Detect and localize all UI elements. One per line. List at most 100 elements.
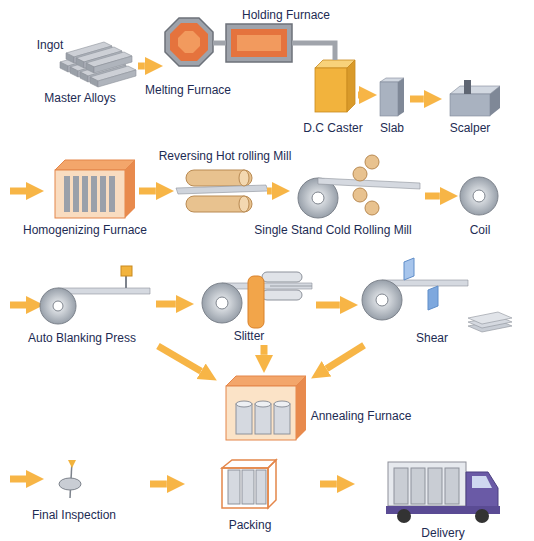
coil-cylinder (394, 468, 408, 504)
step-label: Auto Blanking Press (28, 331, 136, 345)
truck-cargo (388, 462, 466, 506)
hot-strip (176, 185, 268, 194)
box-side (268, 460, 276, 508)
furnace-side (296, 376, 306, 440)
slab-plate (91, 176, 97, 212)
coil-cylinder (236, 404, 252, 434)
step-label: Single Stand Cold Rolling Mill (254, 223, 411, 237)
furnace-melt (170, 23, 208, 61)
coil-top (255, 401, 271, 407)
step-label: Delivery (421, 526, 464, 540)
coil-cylinder (256, 470, 266, 504)
process-step: Slab (380, 78, 404, 116)
shear-blade (428, 286, 438, 310)
truck-wheel (475, 509, 489, 523)
step-label: Slitter (234, 329, 265, 343)
furnace-front (226, 386, 296, 440)
press-head (121, 266, 132, 276)
caster-side (347, 60, 355, 112)
process-step: Auto Blanking Press (22, 268, 150, 340)
slab-front (380, 82, 398, 116)
process-step: D.C Caster (315, 60, 355, 112)
coil-cylinder (428, 468, 442, 504)
sheet-stack (468, 312, 512, 324)
step-label: Annealing Furnace (311, 409, 412, 423)
probe-tip (68, 460, 76, 468)
step-label: Coil (470, 223, 491, 237)
mill-roll (353, 188, 367, 202)
coil-top (236, 401, 252, 407)
scalper (450, 80, 500, 116)
process-step: Annealing Furnace (222, 376, 306, 440)
flow-arrow (139, 188, 156, 195)
step-label: Packing (229, 518, 272, 532)
step-label: Scalper (450, 121, 491, 135)
process-step: Final Inspection (20, 458, 138, 524)
hot-rolling-mill (176, 170, 268, 212)
coil-cylinder (274, 404, 290, 434)
homogenizing-furnace (55, 160, 135, 218)
coil-body (460, 177, 498, 215)
roll-end (239, 196, 249, 212)
slab-side (398, 78, 404, 116)
flow-arrow (261, 345, 268, 355)
cold-rolling-mill (298, 155, 420, 218)
coil-core (473, 190, 485, 202)
roll-end (239, 170, 249, 186)
inspection-disc (59, 478, 81, 490)
pipe-connector (213, 41, 226, 46)
process-step: Homogenizing Furnace (55, 160, 135, 218)
furnace-top (226, 376, 306, 386)
strip (58, 288, 150, 294)
slab (380, 78, 404, 116)
step-label: Melting Furnace (145, 83, 231, 97)
process-step: Scalper (448, 82, 500, 116)
furnace-melt (231, 29, 287, 57)
coil-core (376, 294, 388, 306)
furnace-shell (165, 18, 213, 66)
flow-arrow (10, 302, 26, 309)
slab-plate (82, 176, 88, 212)
step-label: Slab (380, 121, 404, 135)
step-label: Final Inspection (32, 508, 116, 522)
process-step: IngotMaster Alloys (30, 36, 135, 96)
furnace-top (55, 160, 135, 170)
inspection-icon (59, 460, 81, 498)
dc-caster (315, 60, 355, 112)
coil-cylinder (255, 404, 271, 434)
mill-roll (186, 170, 252, 186)
step-label: Reversing Hot rolling Mill (159, 149, 292, 163)
truck-window (472, 476, 492, 488)
coil-core (312, 192, 324, 204)
process-step: Reversing Hot rolling Mill (180, 168, 265, 214)
step-label: D.C Caster (303, 121, 362, 135)
box-top (222, 460, 276, 468)
scalper-front (450, 94, 490, 116)
process-step: Coil (461, 176, 497, 216)
mill-roll (365, 201, 379, 215)
furnace-side (125, 160, 135, 218)
ingot-stack (60, 42, 136, 87)
truck-cab (466, 472, 498, 508)
flow-arrow (425, 193, 440, 200)
flow-arrow (316, 302, 340, 309)
caster-front (315, 68, 347, 112)
press-ram (125, 276, 127, 288)
coil (362, 280, 402, 320)
flow-arrow (410, 96, 424, 103)
step-label: Holding Furnace (242, 8, 330, 22)
slitter (202, 272, 312, 328)
flow-arrow (267, 188, 272, 195)
slitter-roll (262, 290, 302, 300)
holding-furnace (226, 24, 292, 62)
process-step: Slitter (200, 268, 312, 342)
mill-roll (186, 196, 252, 212)
slab-plate (109, 176, 115, 212)
box-front (222, 468, 268, 508)
process-step: Shear (362, 258, 510, 342)
flow-arrow (10, 188, 26, 195)
coil-cylinder (242, 470, 254, 504)
